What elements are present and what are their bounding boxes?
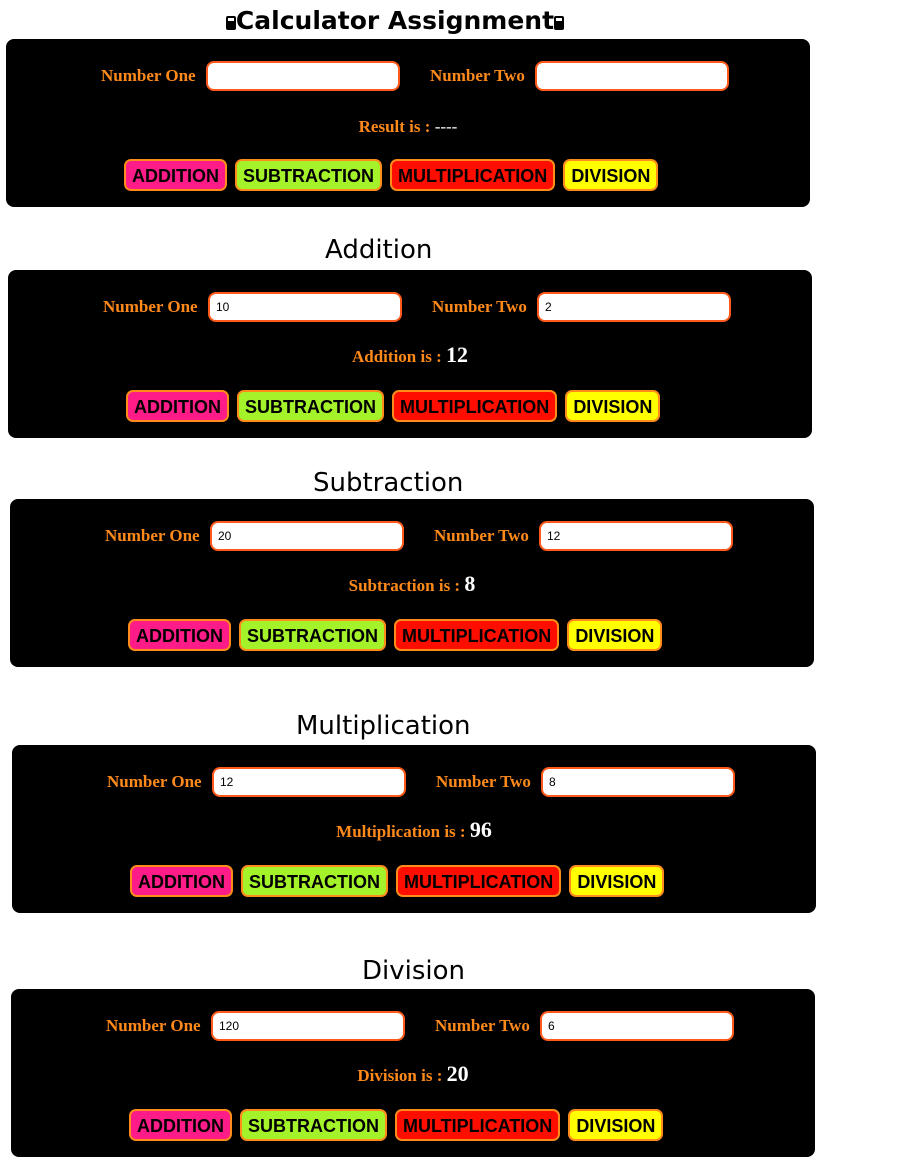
result-label: Multiplication is : [336, 822, 470, 841]
page-title-text: Calculator Assignment [235, 6, 555, 35]
result-value: 8 [464, 571, 476, 596]
input-row: Number One Number Two [11, 1011, 815, 1043]
number-one-input[interactable] [210, 521, 404, 551]
result-value: 96 [469, 817, 492, 842]
addition-button[interactable]: ADDITION [124, 159, 227, 191]
page-title: Calculator Assignment [0, 6, 790, 35]
addition-button[interactable]: ADDITION [128, 619, 231, 651]
result-line: Division is : 20 [11, 1061, 815, 1087]
input-row: Number One Number Two [10, 521, 814, 553]
number-two-label: Number Two [436, 772, 531, 791]
number-one-label: Number One [101, 66, 196, 85]
calculator-icon [225, 16, 236, 30]
subtraction-button[interactable]: SUBTRACTION [239, 619, 386, 651]
number-one-input[interactable] [211, 1011, 405, 1041]
number-one-input[interactable] [208, 292, 402, 322]
addition-button[interactable]: ADDITION [130, 865, 233, 897]
result-label: Result is : [358, 117, 435, 136]
addition-button[interactable]: ADDITION [129, 1109, 232, 1141]
input-row: Number One Number Two [12, 767, 816, 799]
number-two-input[interactable] [535, 61, 729, 91]
division-button[interactable]: DIVISION [565, 390, 661, 422]
subtraction-button[interactable]: SUBTRACTION [237, 390, 384, 422]
calculator-panel-addition: Number One Number Two Addition is : 12 A… [8, 270, 812, 438]
result-line: Result is : ---- [6, 117, 810, 137]
result-label: Subtraction is : [348, 576, 465, 595]
number-two-label: Number Two [430, 66, 525, 85]
result-label: Division is : [357, 1066, 447, 1085]
addition-button[interactable]: ADDITION [126, 390, 229, 422]
multiplication-button[interactable]: MULTIPLICATION [395, 1109, 561, 1141]
subtraction-button[interactable]: SUBTRACTION [235, 159, 382, 191]
multiplication-button[interactable]: MULTIPLICATION [394, 619, 560, 651]
number-two-label: Number Two [434, 526, 529, 545]
result-label: Addition is : [352, 347, 446, 366]
number-one-label: Number One [107, 772, 202, 791]
subtraction-button[interactable]: SUBTRACTION [241, 865, 388, 897]
calculator-panel-division: Number One Number Two Division is : 20 A… [11, 989, 815, 1157]
multiplication-button[interactable]: MULTIPLICATION [392, 390, 558, 422]
division-button[interactable]: DIVISION [568, 1109, 664, 1141]
result-line: Addition is : 12 [8, 342, 812, 368]
number-two-input[interactable] [539, 521, 733, 551]
result-line: Multiplication is : 96 [12, 817, 816, 843]
subtraction-button[interactable]: SUBTRACTION [240, 1109, 387, 1141]
result-value: ---- [434, 117, 458, 136]
calculator-panel-subtraction: Number One Number Two Subtraction is : 8… [10, 499, 814, 667]
division-button[interactable]: DIVISION [567, 619, 663, 651]
section-heading-subtraction: Subtraction [313, 468, 464, 498]
number-one-label: Number One [105, 526, 200, 545]
number-two-label: Number Two [435, 1016, 530, 1035]
multiplication-button[interactable]: MULTIPLICATION [390, 159, 556, 191]
number-two-input[interactable] [537, 292, 731, 322]
number-one-label: Number One [106, 1016, 201, 1035]
number-one-label: Number One [103, 297, 198, 316]
result-line: Subtraction is : 8 [10, 571, 814, 597]
multiplication-button[interactable]: MULTIPLICATION [396, 865, 562, 897]
division-button[interactable]: DIVISION [563, 159, 659, 191]
number-two-label: Number Two [432, 297, 527, 316]
section-heading-addition: Addition [325, 235, 433, 265]
division-button[interactable]: DIVISION [569, 865, 665, 897]
input-row: Number One Number Two [6, 61, 810, 93]
calculator-panel-default: Number One Number Two Result is : ---- A… [6, 39, 810, 207]
calculator-panel-multiplication: Number One Number Two Multiplication is … [12, 745, 816, 913]
section-heading-division: Division [362, 956, 466, 986]
result-value: 20 [446, 1061, 469, 1086]
number-one-input[interactable] [212, 767, 406, 797]
result-value: 12 [446, 342, 468, 367]
section-heading-multiplication: Multiplication [296, 711, 471, 741]
calculator-icon [554, 16, 565, 30]
input-row: Number One Number Two [8, 292, 812, 324]
number-one-input[interactable] [206, 61, 400, 91]
number-two-input[interactable] [540, 1011, 734, 1041]
number-two-input[interactable] [541, 767, 735, 797]
